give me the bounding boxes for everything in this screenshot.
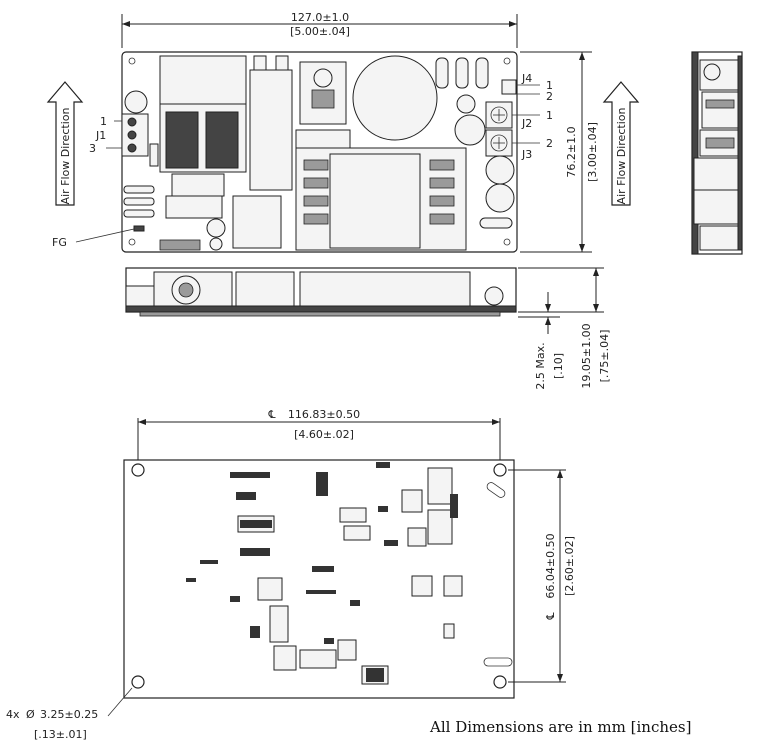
bottom-smd-components bbox=[186, 462, 463, 685]
units-note: All Dimensions are in mm [inches] bbox=[430, 718, 692, 736]
mount-hole-br bbox=[493, 675, 507, 689]
airflow-arrow-left: Air Flow Direction bbox=[46, 81, 84, 206]
j1-pin-3: 3 bbox=[89, 142, 96, 155]
boost-inductor bbox=[232, 195, 282, 249]
j2-label: J2 bbox=[521, 117, 532, 130]
j2-pin-1: 1 bbox=[546, 109, 553, 122]
side-height-dim-inches: [.75±.04] bbox=[598, 330, 611, 383]
hole-diameter-symbol: Ø bbox=[26, 708, 35, 721]
side-max-dim: 2.5 Max. bbox=[534, 342, 547, 389]
bottom-centerline-x: ℄ bbox=[267, 408, 275, 421]
j4-pin-2: 2 bbox=[546, 90, 553, 103]
bottom-view: ℄ 116.83±0.50 [4.60±.02] ℄ 66.04±0.50 [2… bbox=[123, 408, 576, 699]
bulk-capacitor-round bbox=[352, 55, 438, 141]
hole-diameter-dim: 3.25±0.25 bbox=[40, 708, 98, 721]
top-width-dim-inches: [5.00±.04] bbox=[290, 25, 350, 38]
side-view: 2.5 Max. [.10] 19.05±1.00 [.75±.04] bbox=[125, 267, 611, 390]
fg-callout: FG bbox=[52, 225, 145, 249]
mount-hole-bl bbox=[131, 675, 145, 689]
diodes-left bbox=[123, 185, 155, 218]
bottom-hole-spacing-x: 116.83±0.50 bbox=[288, 408, 360, 421]
j1-label: J1 bbox=[95, 129, 106, 142]
hole-diameter-dim-inches: [.13±.01] bbox=[34, 728, 87, 741]
airflow-label-left: Air Flow Direction bbox=[59, 108, 72, 205]
j3-pin-2: 2 bbox=[546, 137, 553, 150]
fuse bbox=[159, 239, 201, 251]
side-height-dim: 19.05±1.00 bbox=[580, 323, 593, 388]
top-view: 127.0±1.0 [5.00±.04] 76.2±1.0 [3.00±.04]… bbox=[46, 11, 640, 253]
connector-j4: J4 1 2 bbox=[501, 72, 553, 103]
hole-quantity: 4x bbox=[6, 708, 20, 721]
airflow-label-right: Air Flow Direction bbox=[615, 108, 628, 205]
top-height-dim: 76.2±1.0 bbox=[565, 126, 578, 177]
transformer-windings bbox=[303, 159, 455, 225]
airflow-arrow-right: Air Flow Direction bbox=[602, 81, 640, 206]
side-transformer bbox=[299, 271, 471, 307]
capacitor-c1 bbox=[124, 90, 148, 114]
mount-hole-tr bbox=[493, 463, 507, 477]
connector-j2: 1 J2 bbox=[485, 101, 553, 130]
bottom-hole-spacing-y: 66.04±0.50 bbox=[544, 533, 557, 598]
j4-label: J4 bbox=[521, 72, 532, 85]
connector-j3: 2 J3 bbox=[485, 129, 553, 161]
hole-callout: 4x Ø 3.25±0.25 [.13±.01] bbox=[6, 687, 133, 741]
common-mode-choke bbox=[159, 55, 247, 105]
j4-pin-1: 1 bbox=[546, 79, 553, 92]
fg-label: FG bbox=[52, 236, 67, 249]
bottom-hole-spacing-x-inches: [4.60±.02] bbox=[294, 428, 354, 441]
bulk-capacitor-rect bbox=[249, 69, 293, 191]
top-width-dim: 127.0±1.0 bbox=[291, 11, 349, 24]
bottom-centerline-y: ℄ bbox=[544, 612, 557, 620]
heatsink-fins bbox=[165, 111, 239, 169]
end-view bbox=[691, 51, 743, 255]
j3-label: J3 bbox=[521, 148, 532, 161]
j1-pin-1: 1 bbox=[100, 115, 107, 128]
connector-j1: 1 3 J1 bbox=[89, 113, 149, 157]
bottom-hole-spacing-y-inches: [2.60±.02] bbox=[563, 536, 576, 596]
top-height-dim-inches: [3.00±.04] bbox=[586, 122, 599, 182]
side-max-dim-inches: [.10] bbox=[552, 353, 565, 379]
mount-hole-tl bbox=[131, 463, 145, 477]
